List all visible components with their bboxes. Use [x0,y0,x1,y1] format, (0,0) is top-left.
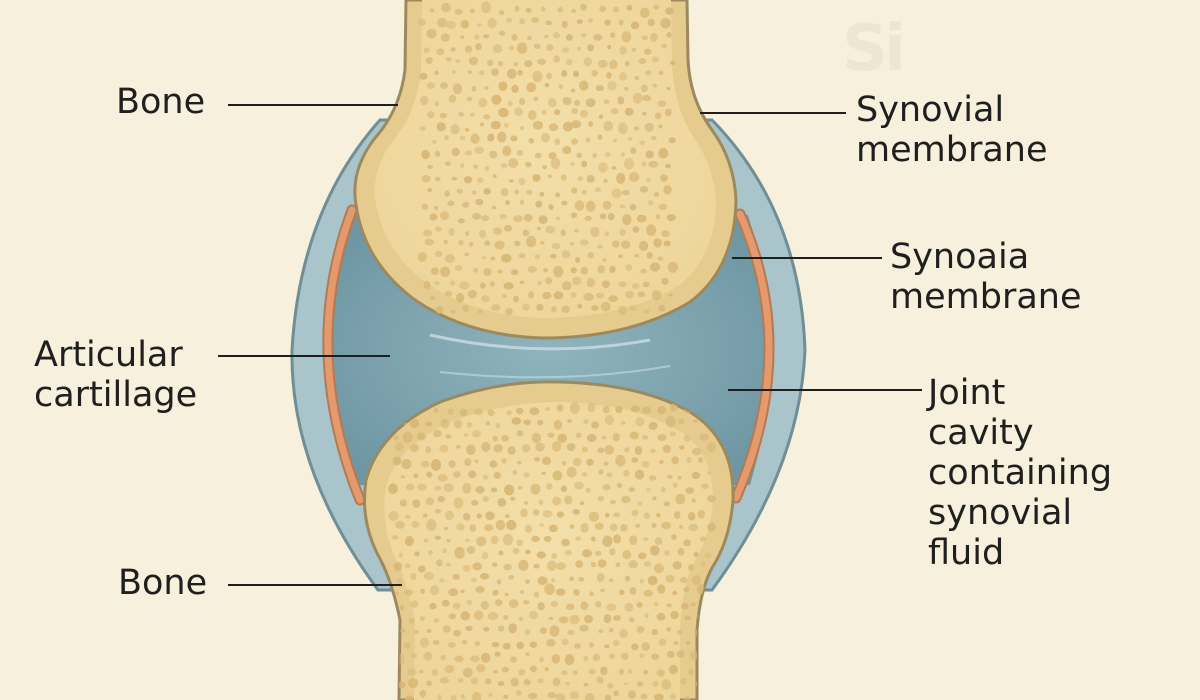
label-bone-bottom: Bone [118,563,208,603]
label-bone-top: Bone [116,82,206,122]
watermark-logo: Si [842,12,906,86]
leader-lines [218,104,922,586]
label-synoaia-membrane: Synoaia membrane [890,237,1082,317]
lower-bone [363,380,735,700]
upper-bone [353,0,738,340]
label-joint-cavity: Joint cavity containing synovial fluid [928,373,1113,573]
label-synovial-membrane: Synovial membrane [856,90,1048,170]
label-articular-cartilage: Articular cartillage [34,335,198,415]
